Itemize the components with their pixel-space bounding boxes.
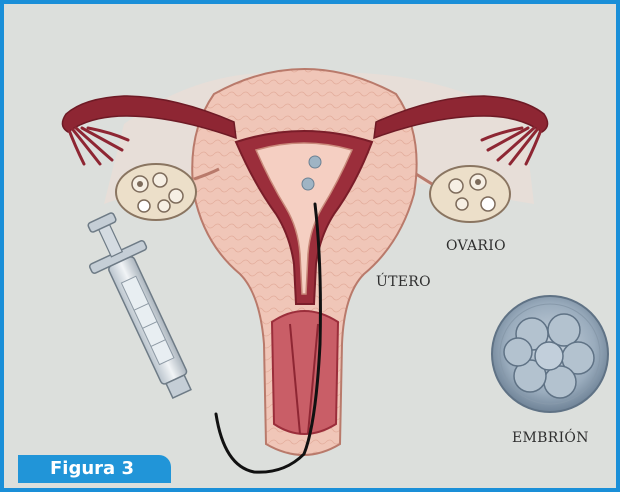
- right-ovary: [430, 166, 510, 222]
- figure-tag: Figura 3: [18, 455, 171, 483]
- label-ovario: OVARIO: [446, 238, 506, 254]
- cervix: [272, 311, 338, 434]
- embryo-cells: [492, 296, 608, 412]
- syringe: [73, 205, 209, 406]
- label-utero: ÚTERO: [376, 274, 431, 290]
- embryo-dot-1: [309, 156, 321, 168]
- embryo-dot-2: [302, 178, 314, 190]
- label-embrion: EMBRIÓN: [512, 430, 589, 446]
- uterus-illustration: [4, 4, 620, 492]
- left-ovary: [116, 164, 196, 220]
